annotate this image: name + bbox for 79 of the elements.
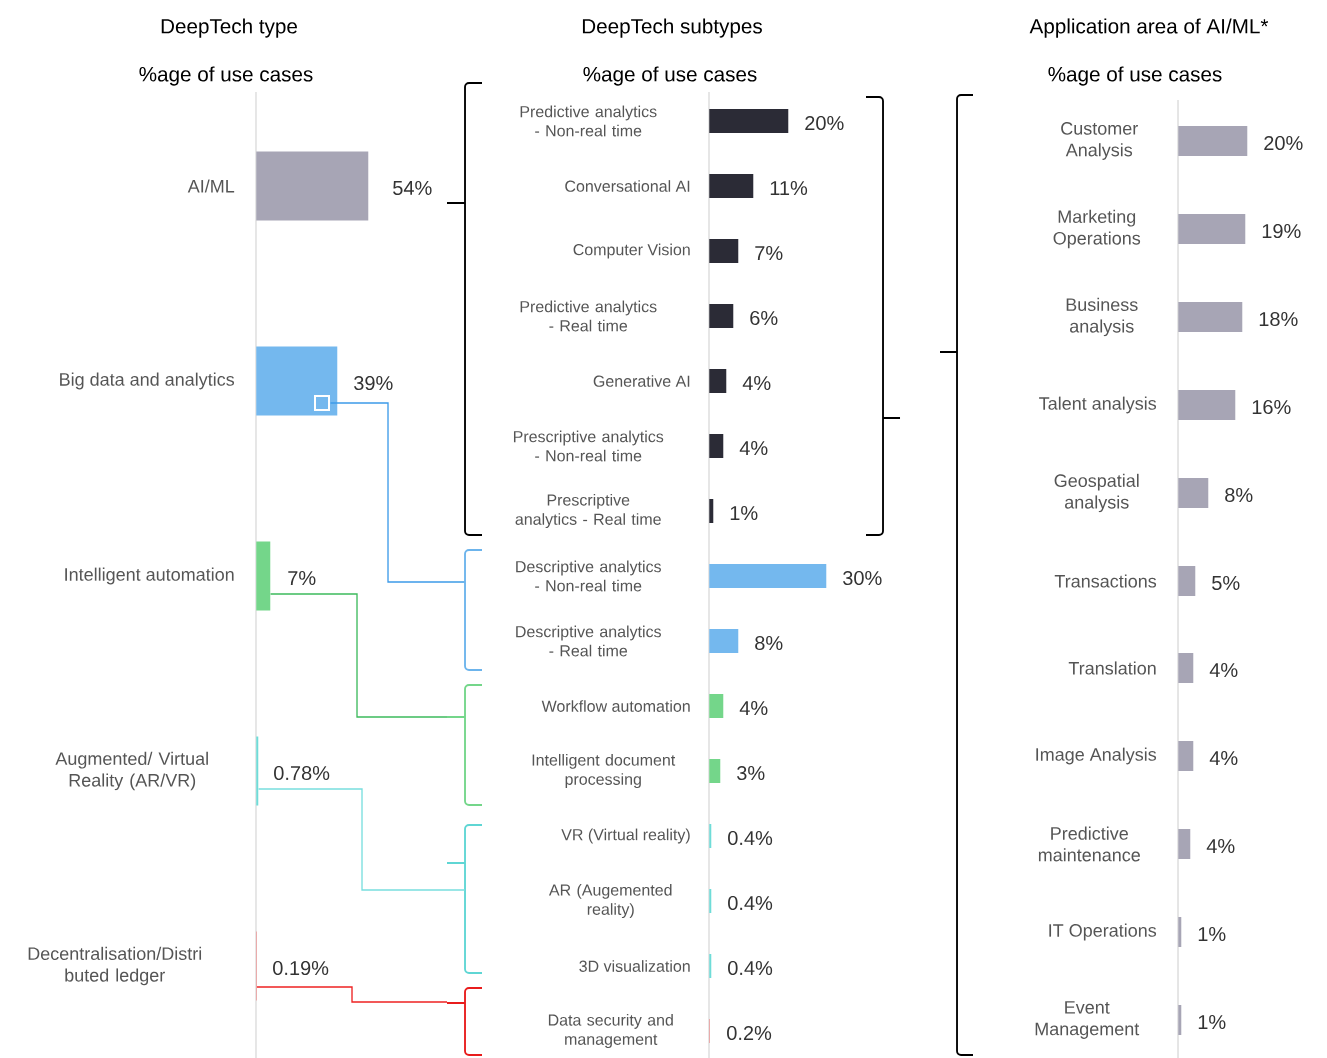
category-label: IT Operations [1049, 923, 1157, 941]
category-label: Transactions [1054, 574, 1157, 588]
category-label: Image Analysis [1036, 747, 1157, 765]
value-label: 4% [742, 376, 771, 390]
bracket [446, 987, 483, 1056]
value-label: 11% [770, 181, 808, 195]
column-heading: DeepTech type [161, 18, 297, 38]
connector-line [269, 593, 448, 718]
value-label: 19% [1262, 223, 1301, 239]
value-label: 0.4% [728, 960, 773, 976]
category-label: Data security and management [548, 1013, 673, 1049]
value-label: 8% [1225, 487, 1253, 503]
value-label: 8% [755, 635, 783, 651]
value-label: 5% [1212, 576, 1240, 591]
bracket [939, 94, 974, 1056]
category-label: Business analysis [1066, 297, 1138, 337]
category-label: Big data and analytics [60, 372, 235, 390]
value-label: 3% [737, 765, 765, 781]
column-heading: Application area of AI/ML* [1029, 18, 1269, 38]
connector-line [256, 986, 448, 1003]
category-label: Intelligent document processing [532, 753, 676, 789]
bracket [865, 96, 901, 536]
value-label: 16% [1252, 399, 1291, 415]
value-label: 18% [1259, 311, 1298, 327]
value-label: 1% [1198, 1015, 1226, 1029]
bracket [446, 824, 483, 974]
category-label: Predictive analytics - Non-real time [520, 105, 657, 137]
value-label: 6% [750, 310, 778, 326]
value-label: 54% [393, 181, 432, 196]
connector-line [257, 788, 466, 891]
value-label: 7% [288, 571, 316, 585]
value-label: 4% [739, 701, 768, 715]
column-heading: %age of use cases [1048, 66, 1222, 86]
value-label: 1% [1198, 927, 1226, 941]
connector-line [329, 402, 448, 583]
category-label: Computer Vision [573, 243, 690, 259]
category-label: Event Management [1035, 1001, 1140, 1039]
value-label: 0.4% [728, 895, 773, 911]
value-label: 0.2% [727, 1025, 772, 1041]
column-heading: DeepTech subtypes [582, 18, 762, 38]
value-label: 0.78% [274, 765, 330, 781]
category-label: Descriptive analytics - Non-real time [516, 560, 661, 592]
value-label: 4% [1209, 751, 1238, 765]
value-label: 4% [1206, 839, 1235, 853]
value-label: 30% [843, 570, 882, 586]
bracket [446, 549, 483, 671]
category-label: 3D visualization [579, 960, 690, 972]
category-label: Predictive maintenance [1038, 826, 1140, 862]
column-heading: %age of use cases [583, 66, 757, 86]
value-label: 1% [730, 506, 758, 520]
bracket [446, 684, 483, 806]
category-label: AI/ML [187, 179, 235, 193]
category-label: Prescriptive analytics - Non-real time [514, 430, 664, 462]
category-label: Talent analysis [1039, 396, 1157, 414]
category-label: Geospatial analysis [1054, 473, 1139, 513]
value-label: 20% [805, 115, 844, 131]
bracket [446, 82, 483, 536]
category-label: Marketing Operations [1053, 209, 1141, 249]
value-label: 4% [739, 441, 768, 455]
value-label: 7% [755, 246, 783, 260]
category-label: VR (Virtual reality) [561, 828, 690, 844]
category-label: Conversational AI [565, 180, 690, 192]
category-label: Intelligent automation [65, 567, 234, 585]
category-label: Descriptive analytics - Real time [516, 625, 661, 657]
category-label: Customer Analysis [1061, 122, 1138, 160]
category-label: Generative AI [593, 375, 690, 387]
category-label: Decentralisation/Distri buted ledger [28, 946, 201, 986]
value-label: 0.4% [728, 830, 773, 846]
category-label: Prescriptive analytics - Real time [515, 493, 661, 529]
category-label: AR (Augemented reality) [548, 883, 672, 919]
value-label: 0.19% [273, 960, 329, 976]
category-label: Translation [1068, 661, 1156, 675]
value-label: 20% [1264, 135, 1303, 151]
column-heading: %age of use cases [139, 66, 313, 86]
category-label: Predictive analytics - Real time [520, 300, 657, 332]
value-label: 4% [1209, 663, 1238, 677]
category-label: Workflow automation [541, 700, 690, 712]
value-label: 39% [354, 375, 393, 391]
category-label: Augmented/ Virtual Reality (AR/VR) [55, 751, 208, 791]
